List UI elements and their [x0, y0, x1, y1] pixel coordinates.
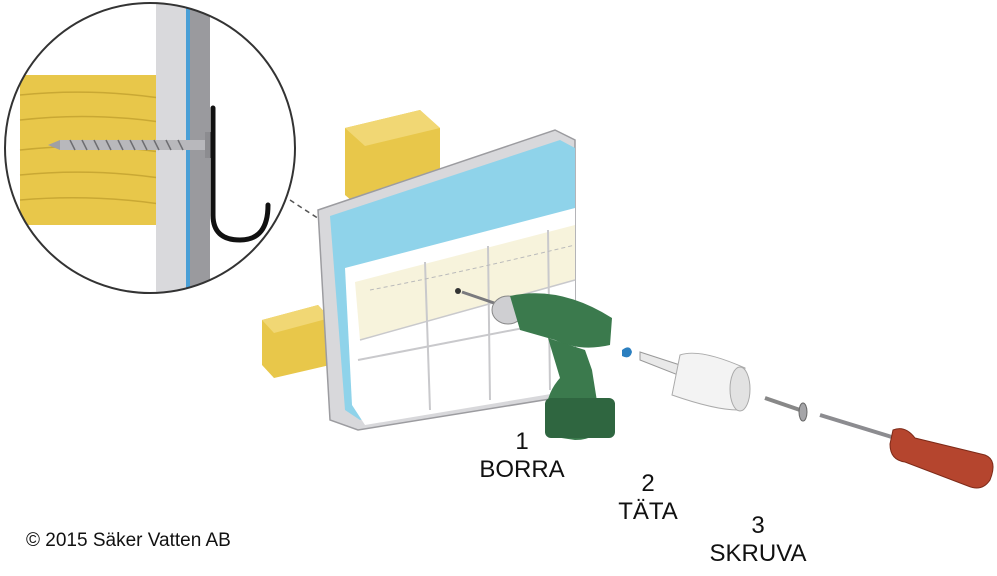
wood-block-bottom	[262, 305, 330, 378]
step-3-name: SKRUVA	[709, 540, 807, 567]
step-1-number: 1	[515, 428, 529, 455]
detail-magnifier	[4, 2, 296, 294]
step-3-number: 3	[751, 512, 765, 539]
screwdriver-icon	[819, 413, 994, 489]
wall-panel	[317, 129, 576, 431]
step-2-number: 2	[641, 470, 655, 497]
hook-icon	[210, 105, 271, 243]
copyright-notice: © 2015 Säker Vatten AB	[26, 530, 231, 551]
drill-icon	[461, 290, 615, 440]
step-3-label: 3 SKRUVA	[698, 512, 818, 568]
step-1-label: 1 BORRA	[462, 428, 582, 484]
sealant-tube-icon	[639, 351, 751, 412]
step-2-label: 2 TÄTA	[588, 470, 708, 526]
screw-detail	[48, 132, 215, 158]
step-2-name: TÄTA	[618, 498, 678, 525]
screw-icon	[764, 396, 808, 422]
step-1-name: BORRA	[479, 456, 565, 483]
sealant-drop-icon	[622, 347, 632, 358]
